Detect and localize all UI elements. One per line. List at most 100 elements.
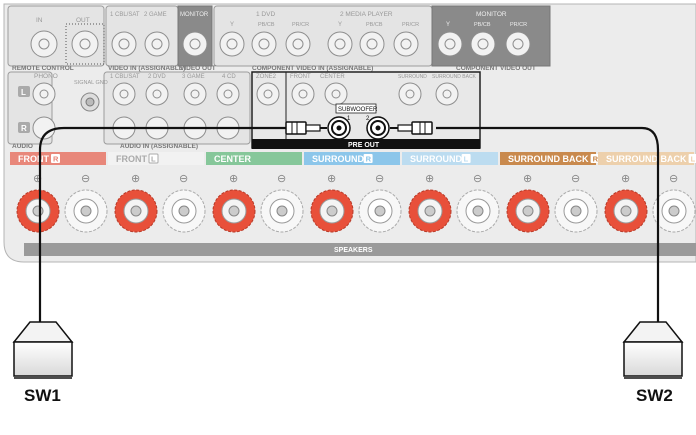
- channel-badge-6: [688, 154, 696, 163]
- plus-symbol-2: ⊕: [229, 173, 238, 185]
- subwoofer-sw2: [622, 321, 684, 379]
- signal-gnd-label: SIGNAL GND: [74, 80, 108, 86]
- minus-terminal-core-0: [80, 205, 92, 217]
- pr3-label: PR/CR: [510, 22, 527, 28]
- game-label: 2 GAME: [144, 12, 167, 18]
- audio-in-group: [103, 71, 251, 145]
- sub1-label: 1: [347, 116, 351, 122]
- l-badge: [18, 86, 30, 97]
- mid-dvd-label: 2 DVD: [148, 74, 166, 80]
- monitor-label: MONITOR: [180, 12, 209, 18]
- pb3-label: PB/CB: [474, 22, 491, 28]
- channel-label-4: SURROUND: [410, 154, 463, 164]
- minus-symbol-0: ⊖: [81, 173, 90, 185]
- media-player-label: 2 MEDIA PLAYER: [340, 11, 393, 18]
- cable-sw1: [38, 126, 304, 322]
- minus-terminal-core-1: [178, 205, 190, 217]
- minus-symbol-2: ⊖: [277, 173, 286, 185]
- minus-symbol-5: ⊖: [571, 173, 580, 185]
- minus-terminal-core-3: [374, 205, 386, 217]
- in-label: IN: [36, 17, 43, 24]
- mid-front-label: FRONT: [290, 74, 311, 80]
- minus-terminal-core-5: [570, 205, 582, 217]
- minus-symbol-6: ⊖: [669, 173, 678, 185]
- audio-in-label: AUDIO IN (ASSIGNABLE): [120, 143, 198, 150]
- cable-sw2: [436, 126, 660, 322]
- channel-label-3: SURROUND: [312, 154, 365, 164]
- speakers-label: SPEAKERS: [334, 247, 373, 254]
- plus-terminal-core-6: [620, 205, 632, 217]
- mid-surround-back-label: SURROUND BACK: [432, 74, 477, 80]
- component-in-label: COMPONENT VIDEO IN (ASSIGNABLE): [252, 65, 373, 72]
- plus-terminal-core-0: [32, 205, 44, 217]
- minus-terminal-core-2: [276, 205, 288, 217]
- subwoofer-label-box: [335, 103, 377, 114]
- plus-terminal-core-3: [326, 205, 338, 217]
- subwoofer-jack-1: [327, 116, 351, 140]
- channel-band-5: [500, 152, 596, 165]
- rear-panel: REMOTE CONTROL VIDEO IN (ASSIGNABLE) VID…: [3, 3, 696, 263]
- subwoofer-sw1: [12, 321, 74, 379]
- channel-badge-text-4: L: [464, 155, 469, 164]
- pr2-label: PR/CR: [402, 22, 419, 28]
- speakers-strip: [24, 243, 696, 256]
- mid-center-label: CENTER: [320, 74, 345, 80]
- minus-symbol-1: ⊖: [179, 173, 188, 185]
- plug-sw2: [390, 121, 433, 135]
- channel-band-2: [206, 152, 302, 165]
- subwoofer-cables: [38, 126, 660, 322]
- remote-label: REMOTE CONTROL: [12, 65, 74, 72]
- channel-band-3: [304, 152, 400, 165]
- channel-badge-5: [590, 154, 600, 163]
- plus-terminal-core-4: [424, 205, 436, 217]
- plus-symbol-3: ⊕: [327, 173, 336, 185]
- channel-badge-0: [51, 154, 60, 163]
- signal-gnd-center: [85, 97, 95, 107]
- r-badge-text: R: [21, 124, 27, 133]
- channel-badge-text-6: L: [691, 155, 696, 164]
- r-badge: [18, 122, 30, 133]
- channel-badge-text-1: L: [151, 155, 156, 164]
- pr1-label: PR/CR: [292, 22, 309, 28]
- minus-terminal-core-4: [472, 205, 484, 217]
- sub2-label: 2: [366, 116, 370, 122]
- channel-label-2: CENTER: [214, 154, 252, 164]
- zone2-label: ZONE2: [256, 74, 277, 80]
- out-label: OUT: [76, 17, 90, 24]
- plus-symbol-1: ⊕: [131, 173, 140, 185]
- pb2-label: PB/CB: [366, 22, 383, 28]
- dvd-label: 1 DVD: [256, 11, 275, 18]
- plus-terminal-core-2: [228, 205, 240, 217]
- channel-badge-4: [461, 154, 471, 163]
- subwoofer-label: SUBWOOFER: [338, 107, 378, 113]
- l-badge-text: L: [21, 88, 26, 97]
- channel-badge-text-5: R: [593, 155, 599, 164]
- audio-label: AUDIO: [12, 143, 33, 150]
- minus-terminal-core-6: [668, 205, 680, 217]
- component-out-label: COMPONENT VIDEO OUT: [456, 65, 536, 72]
- subwoofer-jack-2: [366, 116, 390, 140]
- channel-label-5: SURROUND BACK: [508, 154, 589, 164]
- plug-sw1: [285, 121, 327, 135]
- y1-label: Y: [230, 22, 234, 28]
- channel-label-0: FRONT: [18, 154, 49, 164]
- sw1-label: SW1: [24, 386, 61, 405]
- video-out-label: VIDEO OUT: [180, 65, 216, 72]
- plus-symbol-0: ⊕: [33, 173, 42, 185]
- plus-symbol-4: ⊕: [425, 173, 434, 185]
- pb1-label: PB/CB: [258, 22, 275, 28]
- plus-terminal-core-1: [130, 205, 142, 217]
- channel-band-6: [598, 152, 694, 165]
- pre-out-bar: [252, 139, 480, 149]
- channel-badge-1: [148, 153, 159, 164]
- video-in-label: VIDEO IN (ASSIGNABLE): [108, 65, 185, 72]
- channel-label-1: FRONT: [116, 154, 147, 164]
- mid-surround-label: SURROUND: [398, 74, 427, 80]
- phono-label: PHONO: [34, 73, 58, 80]
- minus-symbol-4: ⊖: [473, 173, 482, 185]
- monitor2-label: MONITOR: [476, 11, 507, 18]
- mid-cbl-sat-label: 1 CBL/SAT: [110, 74, 140, 80]
- pre-out-label: PRE OUT: [348, 142, 380, 149]
